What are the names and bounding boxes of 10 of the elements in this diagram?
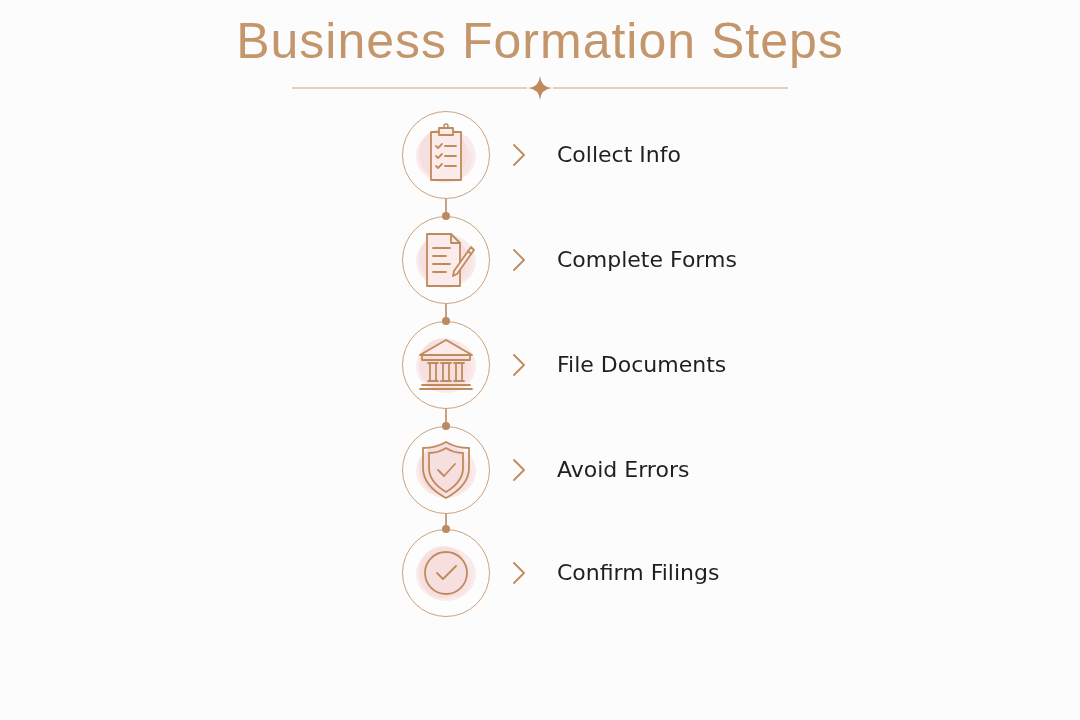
step-label: File Documents: [557, 352, 727, 378]
title: Business Formation Steps: [236, 12, 844, 70]
step-label: Collect Info: [557, 142, 681, 168]
connector-line: [442, 198, 450, 220]
step-label: Confirm Filings: [557, 560, 720, 586]
step-label: Avoid Errors: [557, 457, 690, 483]
connector-line: [442, 513, 450, 533]
connector-line: [442, 408, 450, 430]
connector-line: [442, 303, 450, 325]
step-label: Complete Forms: [557, 247, 737, 273]
